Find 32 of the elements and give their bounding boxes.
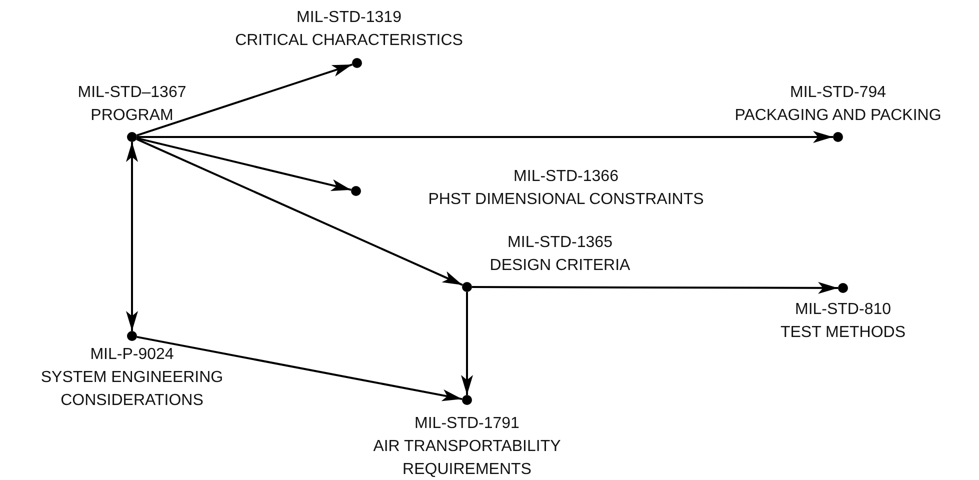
standard-title: CRITICAL CHARACTERISTICS: [235, 31, 463, 51]
junction-dot: [127, 132, 137, 142]
standard-title: AIR TRANSPORTABILITY REQUIREMENTS: [372, 437, 562, 480]
arrow: [472, 282, 838, 294]
junction-dot: [127, 331, 137, 341]
standard-title: DESIGN CRITERIA: [490, 256, 630, 276]
standard-number: MIL-STD-1365: [508, 233, 612, 253]
arrow: [461, 292, 473, 395]
arrow: [137, 131, 833, 143]
arrow: [126, 142, 138, 331]
arrow: [136, 138, 463, 286]
junction-dot: [462, 395, 472, 405]
junction-dot: [833, 132, 843, 142]
junction-dot: [838, 283, 848, 293]
junction-dot: [352, 58, 362, 68]
junction-dot: [462, 282, 472, 292]
standard-number: MIL-P-9024: [89, 345, 175, 365]
arrow: [136, 64, 353, 136]
arrow: [136, 336, 462, 402]
standard-number: MIL-STD-810: [794, 300, 892, 320]
standard-number: MIL-STD–1367: [78, 83, 186, 103]
standard-title: SYSTEM ENGINEERING CONSIDERATIONS: [40, 368, 224, 411]
standard-number: MIL-STD-1791: [414, 414, 520, 434]
standard-title: TEST METHODS: [780, 323, 906, 343]
standard-number: MIL-STD-1319: [296, 8, 402, 28]
arrow: [136, 137, 352, 191]
standard-title: PACKAGING AND PACKING: [734, 106, 942, 126]
standard-number: MIL-STD-1366: [514, 167, 618, 187]
standard-number: MIL-STD-794: [790, 83, 886, 103]
junction-dot: [351, 186, 361, 196]
standard-title: PHST DIMENSIONAL CONSTRAINTS: [428, 190, 704, 210]
standard-title: PROGRAM: [90, 106, 174, 126]
